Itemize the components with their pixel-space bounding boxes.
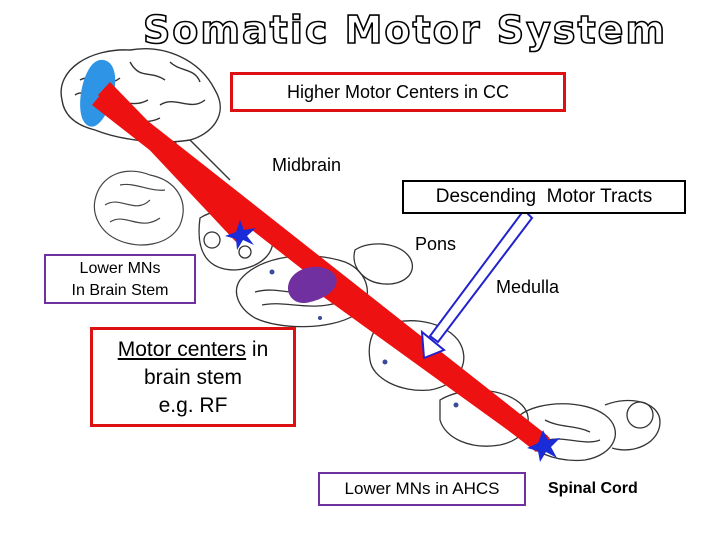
midbrain-label: Midbrain: [272, 155, 342, 175]
higher-motor-centers-box: Higher Motor Centers in CC: [230, 72, 566, 112]
cerebellum-drawing: [93, 170, 184, 246]
lower-mns-brain-stem-line2: In Brain Stem: [71, 282, 169, 299]
higher-motor-centers-label: Higher Motor Centers in CC: [286, 82, 510, 102]
midbrain-lmn-star-icon: [225, 220, 256, 250]
brainstem-motor-center-blob: [287, 266, 337, 304]
spinal-cord-label: Spinal Cord: [548, 480, 638, 497]
motor-centers-bold-label: Motor centers: [117, 338, 247, 361]
page-title: Somatic Motor System: [142, 7, 668, 53]
motor-centers-box: Motor centers in brain stem e.g. RF: [90, 327, 296, 427]
ahcs-lmn-star-icon: [527, 430, 560, 462]
lower-mns-brain-stem-box: Lower MNs In Brain Stem: [44, 254, 196, 304]
motor-centers-in-label: in: [246, 338, 269, 361]
descending-tracts-label: Descending Motor Tracts: [435, 186, 653, 207]
lower-mns-ahcs-label: Lower MNs in AHCS: [344, 479, 500, 498]
descending-tracts-box: Descending Motor Tracts: [402, 180, 686, 214]
lower-mns-ahcs-box: Lower MNs in AHCS: [318, 472, 526, 506]
tract-brainstem-to-spinal-cord: [300, 270, 550, 452]
medulla-label: Medulla: [496, 277, 560, 297]
motor-centers-line3: e.g. RF: [158, 394, 228, 417]
pons-label: Pons: [415, 234, 457, 254]
descending-tracts-arrow: [420, 208, 534, 360]
motor-centers-line2: brain stem: [143, 366, 243, 389]
lower-mns-brain-stem-line1: Lower MNs: [79, 260, 161, 277]
nucleus-dots: [269, 269, 459, 408]
